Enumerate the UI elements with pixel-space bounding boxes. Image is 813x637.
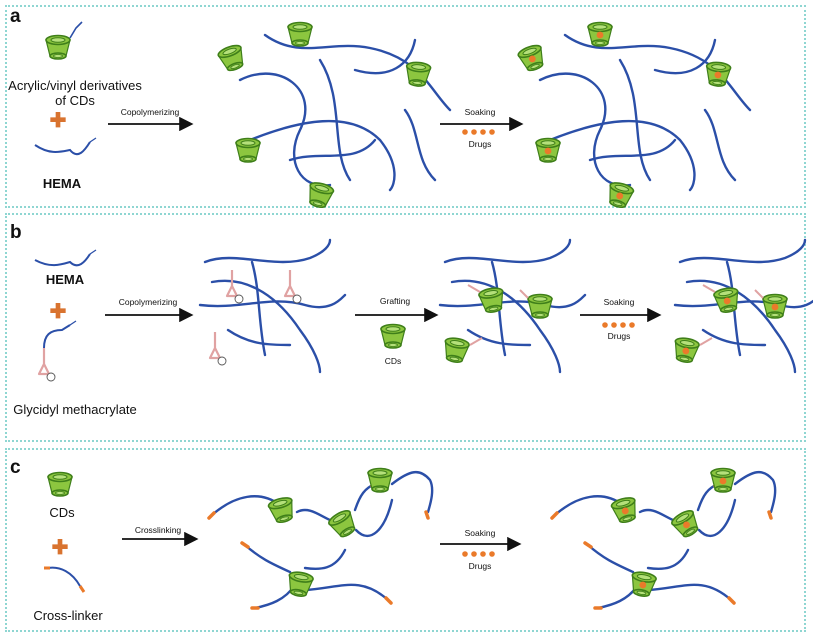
panel-b-step-3-label: Soaking [603, 297, 635, 307]
panel-a-step-2-sub: Drugs [468, 139, 492, 149]
panel-b-frame [5, 213, 806, 442]
panel-a-label: a [10, 6, 21, 27]
panel-b-step-3-sub: Drugs [607, 331, 631, 341]
panel-c-frame [5, 448, 806, 632]
svg-text:✚: ✚ [50, 110, 67, 132]
panel-a-frame [5, 5, 806, 208]
panel-c-reactant-2: Cross-linker [33, 608, 103, 623]
panel-b-label: b [10, 222, 22, 243]
panel-a-step-2-label: Soaking [464, 107, 496, 117]
panel-b-step-2-label: Grafting [379, 296, 411, 306]
panel-c-step-2-label: Soaking [464, 528, 496, 538]
panel-c-reactant-1: CDs [49, 505, 75, 520]
panel-c-step-2-sub: Drugs [468, 561, 492, 571]
svg-text:✚: ✚ [52, 537, 69, 559]
svg-text:✚: ✚ [50, 301, 67, 323]
panel-b-step-2-sub: CDs [384, 356, 402, 366]
panel-b-reactant-2: Glycidyl methacrylate [13, 402, 137, 417]
panel-b-reactant-1: HEMA [45, 272, 85, 287]
panel-a-reactant-2: HEMA [42, 176, 82, 191]
panel-a-step-1-label: Copolymerizing [120, 107, 180, 117]
panel-b-step-1-label: Copolymerizing [118, 297, 178, 307]
panel-c-label: c [10, 457, 21, 478]
panel-a-reactant-1: Acrylic/vinyl derivatives of CDs [8, 78, 142, 108]
panel-c-step-1-label: Crosslinking [134, 525, 182, 535]
